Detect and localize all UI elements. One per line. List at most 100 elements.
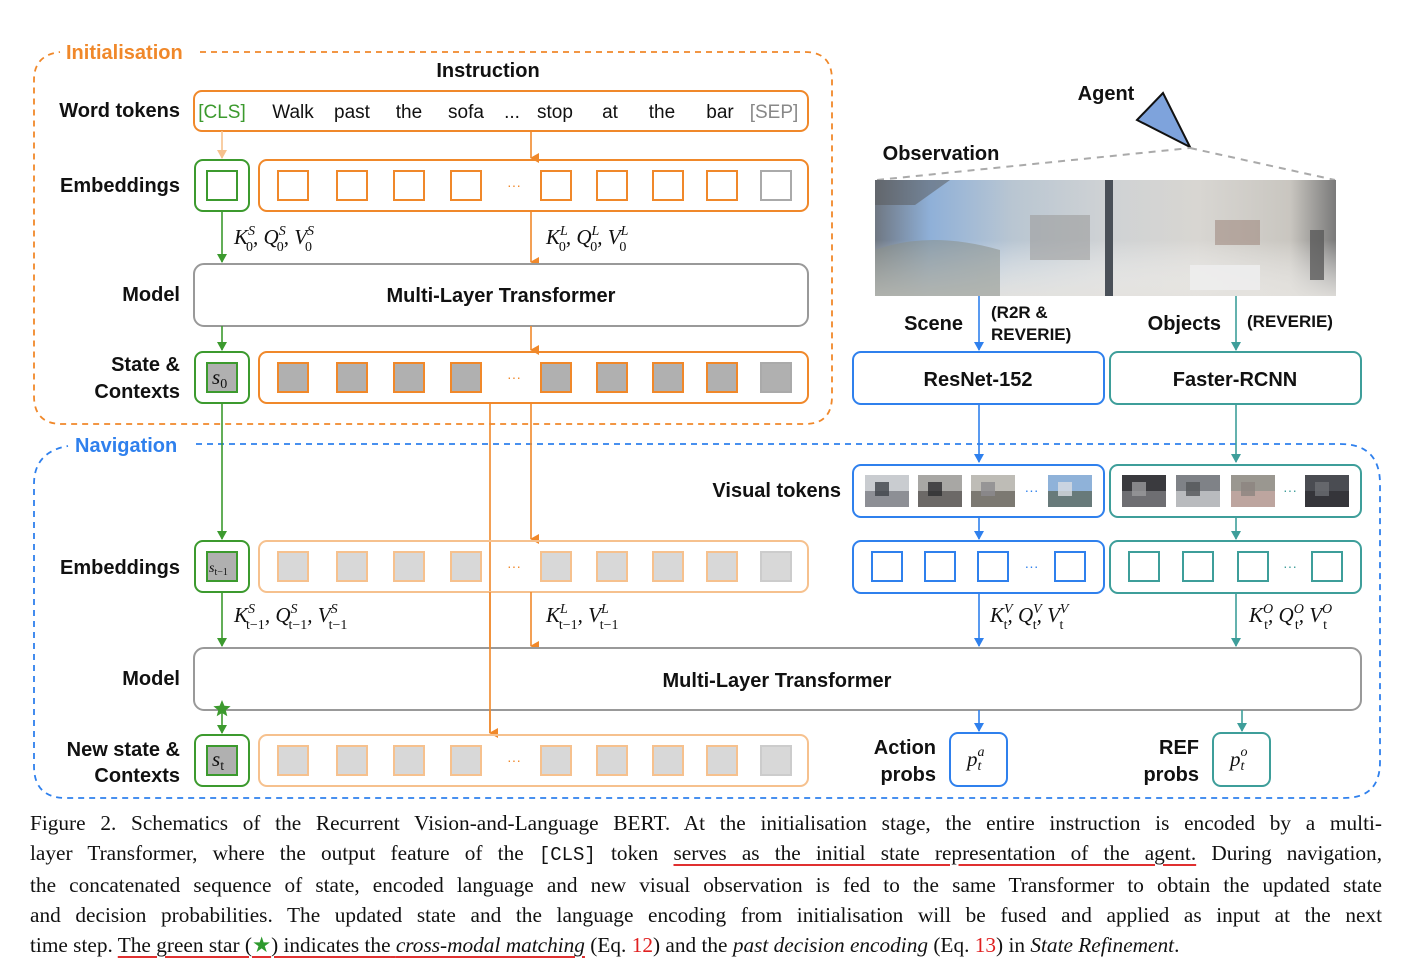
thumbnail-detail <box>1058 482 1072 496</box>
ellipsis: ··· <box>507 558 521 574</box>
lang-token <box>450 551 482 582</box>
scene-label: Scene <box>904 313 963 335</box>
caption-highlight-1: serves as the initial state representati… <box>673 841 1197 865</box>
lang-token <box>706 745 738 776</box>
prev-state-token <box>206 551 238 582</box>
rvlbert-diagram: Initialisation Instruction Word tokens [… <box>33 42 1381 799</box>
caption-line-1: Figure 2. Schematics of the Recurrent Vi… <box>30 811 1382 835</box>
visual-embedding-token <box>977 551 1009 582</box>
objects-label: Objects <box>1148 313 1221 335</box>
lang-token <box>596 551 628 582</box>
lang-token <box>540 551 572 582</box>
lang-token <box>596 745 628 776</box>
eq-12-link[interactable]: 12 <box>631 933 653 957</box>
word-token: past <box>334 102 371 123</box>
ref-label-2: probs <box>1143 764 1199 786</box>
word-token: [SEP] <box>750 102 799 123</box>
lang-token <box>277 745 309 776</box>
init-embeddings-label: Embeddings <box>60 175 180 197</box>
caption-line-5: time step. The green star (★) indicates … <box>30 933 1180 957</box>
observation-label: Observation <box>883 143 1000 165</box>
init-transformer-label: Multi-Layer Transformer <box>387 285 616 307</box>
word-tokens-box <box>193 90 809 132</box>
visual-embedding-token <box>924 551 956 582</box>
green-star-icon <box>213 700 231 717</box>
eq-13-link[interactable]: 13 <box>974 933 997 957</box>
new-state-token <box>206 745 238 776</box>
word-token: the <box>396 102 422 123</box>
cls-embedding-box <box>194 159 250 212</box>
lang-token <box>596 362 628 393</box>
lang-token <box>393 170 425 201</box>
visual-embedding-token <box>1182 551 1214 582</box>
lang-token <box>336 362 368 393</box>
new-state-label-2: Contexts <box>94 765 180 787</box>
init-context-tokens: ··· <box>277 362 792 393</box>
ellipsis: ··· <box>1025 482 1039 498</box>
ellipsis: ··· <box>507 752 521 768</box>
lang-token <box>277 362 309 393</box>
initialisation-title: Initialisation <box>66 42 183 64</box>
visual-embedding-token <box>1128 551 1160 582</box>
lang-token <box>450 170 482 201</box>
lang-token <box>706 362 738 393</box>
lang-token <box>706 170 738 201</box>
visual-embedding-token <box>1237 551 1269 582</box>
lang-token <box>277 170 309 201</box>
word-embedding-tokens: ··· <box>277 170 792 201</box>
lang-token <box>393 745 425 776</box>
init-state-token <box>206 362 238 393</box>
lang-token <box>706 551 738 582</box>
cls-code: [CLS] <box>538 844 596 866</box>
nav-lang-tokens: ··· <box>277 551 792 582</box>
lang-token <box>540 170 572 201</box>
cls-embedding-token <box>206 170 238 201</box>
panorama-image <box>875 180 1336 296</box>
sep-token <box>760 745 792 776</box>
ellipsis: ··· <box>1283 558 1297 574</box>
new-state-symbol: st <box>212 747 224 774</box>
navigation-title: Navigation <box>75 435 177 457</box>
ellipsis: ··· <box>1283 482 1297 498</box>
lang-token <box>540 362 572 393</box>
lang-token <box>596 170 628 201</box>
word-token: the <box>649 102 675 123</box>
scene-note-2: REVERIE) <box>991 325 1071 344</box>
objects-note: (REVERIE) <box>1247 312 1333 331</box>
nav-embeddings-label: Embeddings <box>60 557 180 579</box>
visual-embedding-token <box>1311 551 1343 582</box>
word-token: bar <box>706 102 734 123</box>
caption-highlight-2: The green star (★) indicates the cross-m… <box>117 933 585 957</box>
lang-token <box>393 362 425 393</box>
caption-line-2: layer Transformer, where the output feat… <box>30 841 1383 866</box>
lang-token <box>450 362 482 393</box>
visual-embedding-token <box>1054 551 1086 582</box>
green-star-glyph: ★ <box>251 933 272 957</box>
caption-line-3: the concatenated sequence of state, enco… <box>30 873 1382 897</box>
init-model-label: Model <box>122 284 180 306</box>
lang-token <box>652 551 684 582</box>
observation-region: Agent Observation Scene (R2R & REVERIE) … <box>852 83 1362 405</box>
lang-token <box>277 551 309 582</box>
lang-token <box>336 551 368 582</box>
lang-token <box>450 745 482 776</box>
word-token: stop <box>537 102 573 123</box>
sep-token <box>760 170 792 201</box>
action-label-1: Action <box>874 737 936 759</box>
nav-transformer-box <box>193 647 1362 711</box>
agent-icon <box>1135 91 1193 150</box>
init-state-label-2: Contexts <box>94 381 180 403</box>
sep-token <box>760 362 792 393</box>
action-label-2: probs <box>880 764 936 786</box>
new-state-label-1: New state & <box>67 739 180 761</box>
caption-line-4: and decision probabilities. The updated … <box>30 903 1382 927</box>
new-contexts-box <box>258 734 809 787</box>
word-token: Walk <box>272 102 314 123</box>
